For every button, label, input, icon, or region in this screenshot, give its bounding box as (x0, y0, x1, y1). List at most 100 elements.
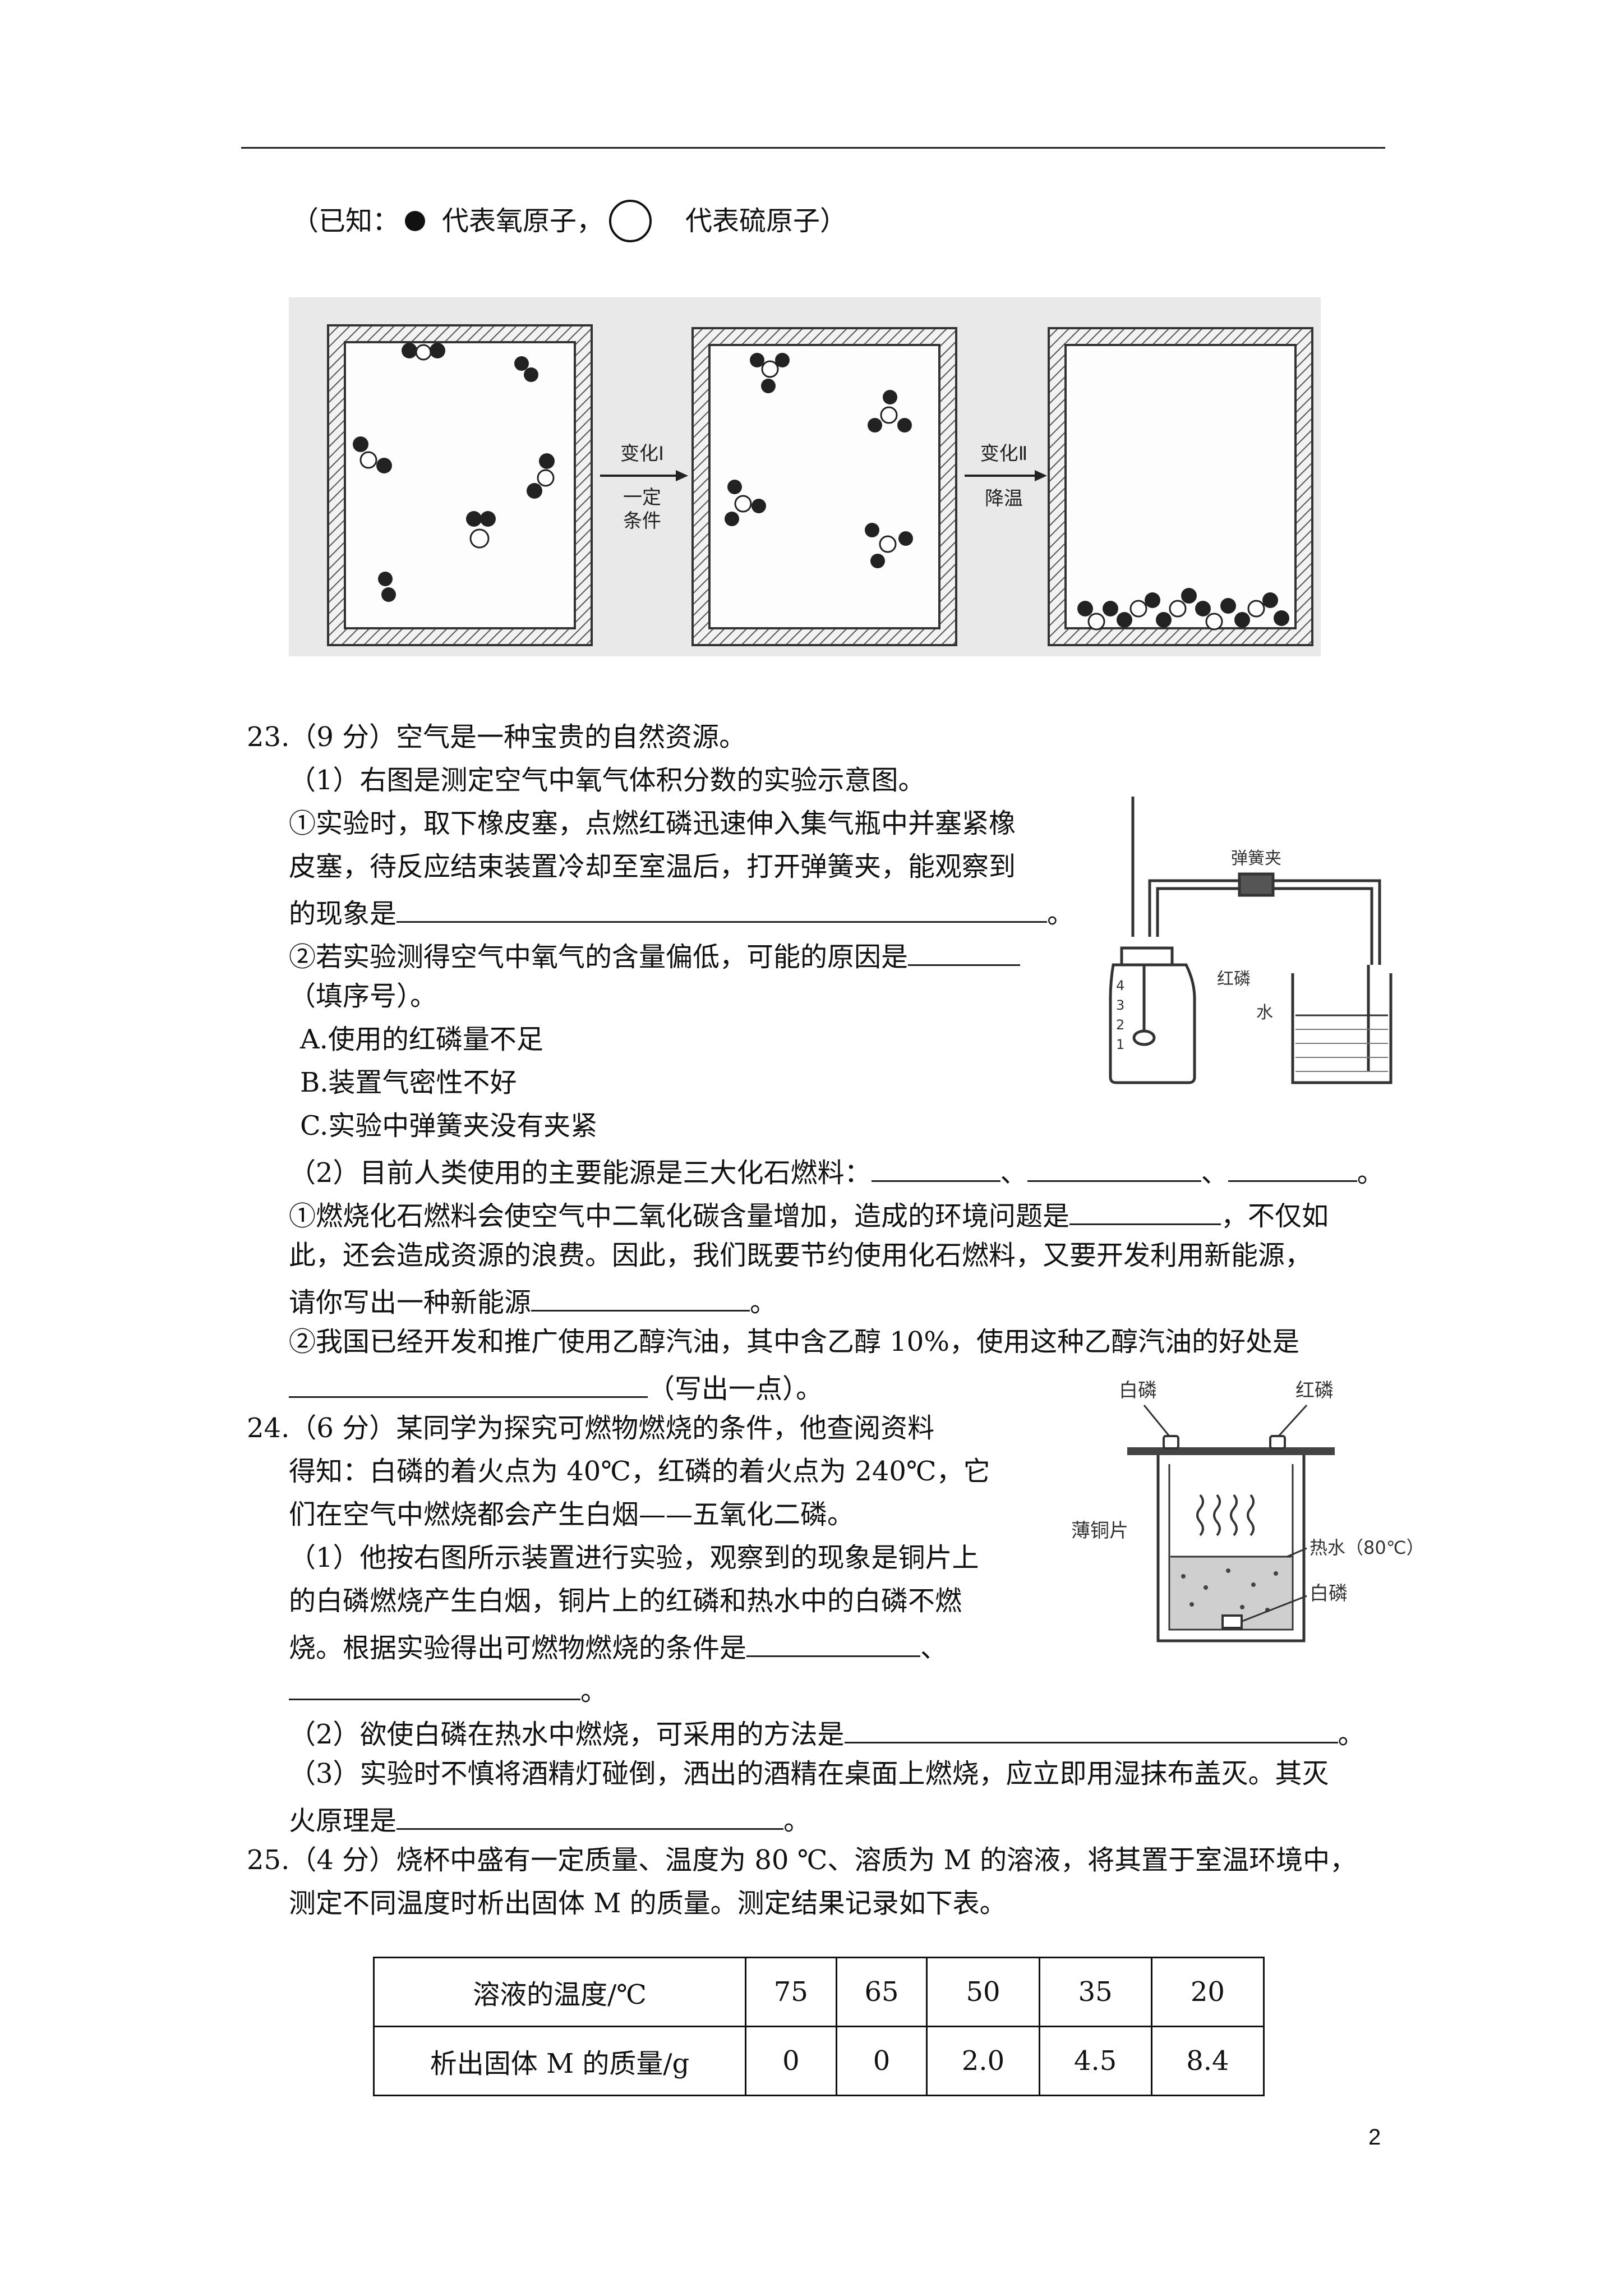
q24-line: 们在空气中燃烧都会产生白烟——五氧化二磷。 (289, 1499, 855, 1530)
q23-text: 。 (1047, 898, 1075, 930)
q23-line: ②若实验测得空气中氧气的含量偏低，可能的原因是 (289, 933, 1021, 977)
q23-line: 的现象是 。 (289, 890, 1074, 934)
table-row-label: 溶液的温度/℃ (373, 1957, 746, 2027)
table-cell: 2.0 (926, 2026, 1040, 2096)
sulfur-atom-icon (609, 200, 652, 242)
table-cell: 65 (835, 1957, 928, 2027)
q24-line: 火原理是。 (289, 1797, 810, 1841)
scale-mark: 4 (1116, 978, 1124, 993)
legend-line: （已知：代表氧原子，代表硫原子） (292, 200, 847, 242)
container-2 (691, 327, 957, 646)
answer-blank[interactable] (289, 1365, 648, 1398)
table-cell: 35 (1038, 1957, 1152, 2027)
q24-text: 。 (1338, 1719, 1365, 1750)
arrow2-label-top: 变化Ⅱ (980, 443, 1028, 465)
q23-text: （2）目前人类使用的主要能源是三大化石燃料： (289, 1157, 872, 1189)
so3-molecule (865, 523, 913, 568)
page-number: 2 (1368, 2125, 1381, 2150)
table-row: 溶液的温度/℃ 75 65 50 35 20 (373, 1957, 1265, 2027)
q25-line: 25.（4 分）烧杯中盛有一定质量、温度为 80 ℃、溶质为 M 的溶液，将其置… (247, 1844, 1357, 1876)
combustion-apparatus: 白磷 红磷 薄铜片 热水（80℃） 白磷 (1060, 1369, 1424, 1660)
q23-text: 请你写出一种新能源 (289, 1287, 532, 1318)
answer-blank[interactable] (1069, 1192, 1221, 1225)
legend-prefix: （已知： (292, 205, 400, 237)
so3-solid-layer (1077, 588, 1289, 631)
o2-molecule (514, 356, 538, 382)
q24-line: 。 (289, 1667, 607, 1711)
q23-text: ①燃烧化石燃料会使空气中二氧化碳含量增加，造成的环境问题是 (289, 1200, 1070, 1232)
arrow1-label-top: 变化Ⅰ (620, 443, 664, 465)
so2-molecule (527, 453, 555, 499)
so3-molecule (868, 390, 912, 432)
so3-molecule (725, 480, 766, 526)
q24-line: 的白磷燃烧产生白烟，铜片上的红磷和热水中的白磷不燃 (289, 1585, 962, 1617)
q23-line: ②我国已经开发和推广使用乙醇汽油，其中含乙醇 10%，使用这种乙醇汽油的好处是 (289, 1326, 1299, 1358)
q23-line: 此，还会造成资源的浪费。因此，我们既要节约使用化石燃料，又要开发利用新能源， (289, 1240, 1312, 1271)
q24-line: （3）实验时不慎将酒精灯碰倒，洒出的酒精在桌面上燃烧，应立即用湿抹布盖灭。其灭 (289, 1758, 1329, 1789)
answer-blank[interactable] (871, 1149, 1000, 1182)
answer-blank[interactable] (844, 1710, 1338, 1743)
answer-blank[interactable] (396, 890, 1048, 923)
hot-water-label: 热水（80℃） (1310, 1537, 1419, 1558)
q23-option-a: A.使用的红磷量不足 (300, 1024, 543, 1055)
q23-line: ①燃烧化石燃料会使空气中二氧化碳含量增加，造成的环境问题是，不仅如 (289, 1192, 1329, 1236)
arrow2-label-bottom: 降温 (985, 487, 1023, 510)
table-row-label: 析出固体 M 的质量/g (373, 2026, 746, 2096)
q24-text: 火原理是 (289, 1805, 397, 1837)
water-label: 水 (1256, 1003, 1273, 1023)
table-cell: 4.5 (1038, 2026, 1152, 2096)
q23-option-c: C.实验中弹簧夹没有夹紧 (300, 1110, 598, 1142)
q24-text: （2）欲使白磷在热水中燃烧，可采用的方法是 (289, 1719, 845, 1750)
q23-line: （写出一点）。 (289, 1365, 823, 1409)
red-phosphorus-label: 红磷 (1295, 1379, 1334, 1402)
arrow1-label-bottom2: 条件 (623, 510, 661, 532)
q23-line: （填序号）。 (289, 981, 437, 1012)
q24-text: 、 (920, 1632, 948, 1664)
q23-text: 、 (1000, 1157, 1027, 1189)
q24-line: 烧。根据实验得出可燃物燃烧的条件是 、 (289, 1624, 947, 1668)
copper-sheet-label: 薄铜片 (1071, 1520, 1128, 1542)
container-1 (327, 324, 593, 646)
q24-line: （2）欲使白磷在热水中燃烧，可采用的方法是 。 (289, 1710, 1365, 1755)
q23-text: 、 (1201, 1157, 1228, 1189)
table-cell: 50 (926, 1957, 1040, 2027)
q23-text: 。 (1357, 1157, 1384, 1189)
oxygen-volume-apparatus: 弹簧夹 红磷 水 4 3 2 1 (1088, 797, 1402, 1094)
legend-oxygen-text: 代表氧原子， (442, 205, 604, 237)
clamp-label: 弹簧夹 (1231, 849, 1281, 868)
answer-blank[interactable] (1228, 1149, 1357, 1182)
answer-blank[interactable] (531, 1278, 750, 1312)
q23-line: 请你写出一种新能源 。 (289, 1278, 777, 1323)
q23-line: 皮塞，待反应结束装置冷却至室温后，打开弹簧夹，能观察到 (289, 851, 1016, 882)
answer-blank[interactable] (396, 1797, 784, 1830)
scale-mark: 1 (1116, 1037, 1124, 1052)
so2-molecule (402, 343, 445, 361)
so3-molecule (750, 353, 790, 393)
answer-blank[interactable] (908, 933, 1021, 966)
q24-text: 烧。根据实验得出可燃物燃烧的条件是 (289, 1632, 747, 1664)
arrow-change-1: 变化Ⅰ 一定 条件 (600, 443, 688, 532)
q24-line: 得知：白磷的着火点为 40℃，红磷的着火点为 240℃，它 (289, 1456, 990, 1487)
arrow1-label-bottom1: 一定 (623, 486, 661, 509)
q24-line: 24.（6 分）某同学为探究可燃物燃烧的条件，他查阅资料 (247, 1412, 935, 1444)
oxygen-atom-icon (405, 211, 426, 231)
scale-mark: 3 (1116, 997, 1124, 1013)
scale-mark: 2 (1116, 1017, 1124, 1033)
q23-text: 。 (750, 1287, 777, 1318)
table-cell: 0 (835, 2026, 928, 2096)
answer-blank[interactable] (1027, 1149, 1201, 1182)
q23-option-b: B.装置气密性不好 (300, 1067, 517, 1098)
white-phosphorus-label: 白磷 (1119, 1379, 1157, 1402)
o2-molecule (378, 572, 396, 602)
molecule-diagram-svg: 变化Ⅰ 一定 条件 变化Ⅱ 降温 (327, 324, 1313, 646)
q23-title: 23.（9 分）空气是一种宝贵的自然资源。 (247, 721, 746, 753)
q23-line: （2）目前人类使用的主要能源是三大化石燃料： 、 、 。 (289, 1149, 1384, 1193)
molecule-diagram: 变化Ⅰ 一定 条件 变化Ⅱ 降温 (289, 297, 1321, 656)
table-cell: 0 (745, 2026, 837, 2096)
table-cell: 8.4 (1150, 2026, 1265, 2096)
white-phosphorus-water-label: 白磷 (1310, 1582, 1348, 1605)
answer-blank[interactable] (289, 1667, 580, 1700)
answer-blank[interactable] (746, 1624, 921, 1657)
q23-text: 的现象是 (289, 898, 397, 930)
arrow-change-2: 变化Ⅱ 降温 (965, 443, 1047, 510)
